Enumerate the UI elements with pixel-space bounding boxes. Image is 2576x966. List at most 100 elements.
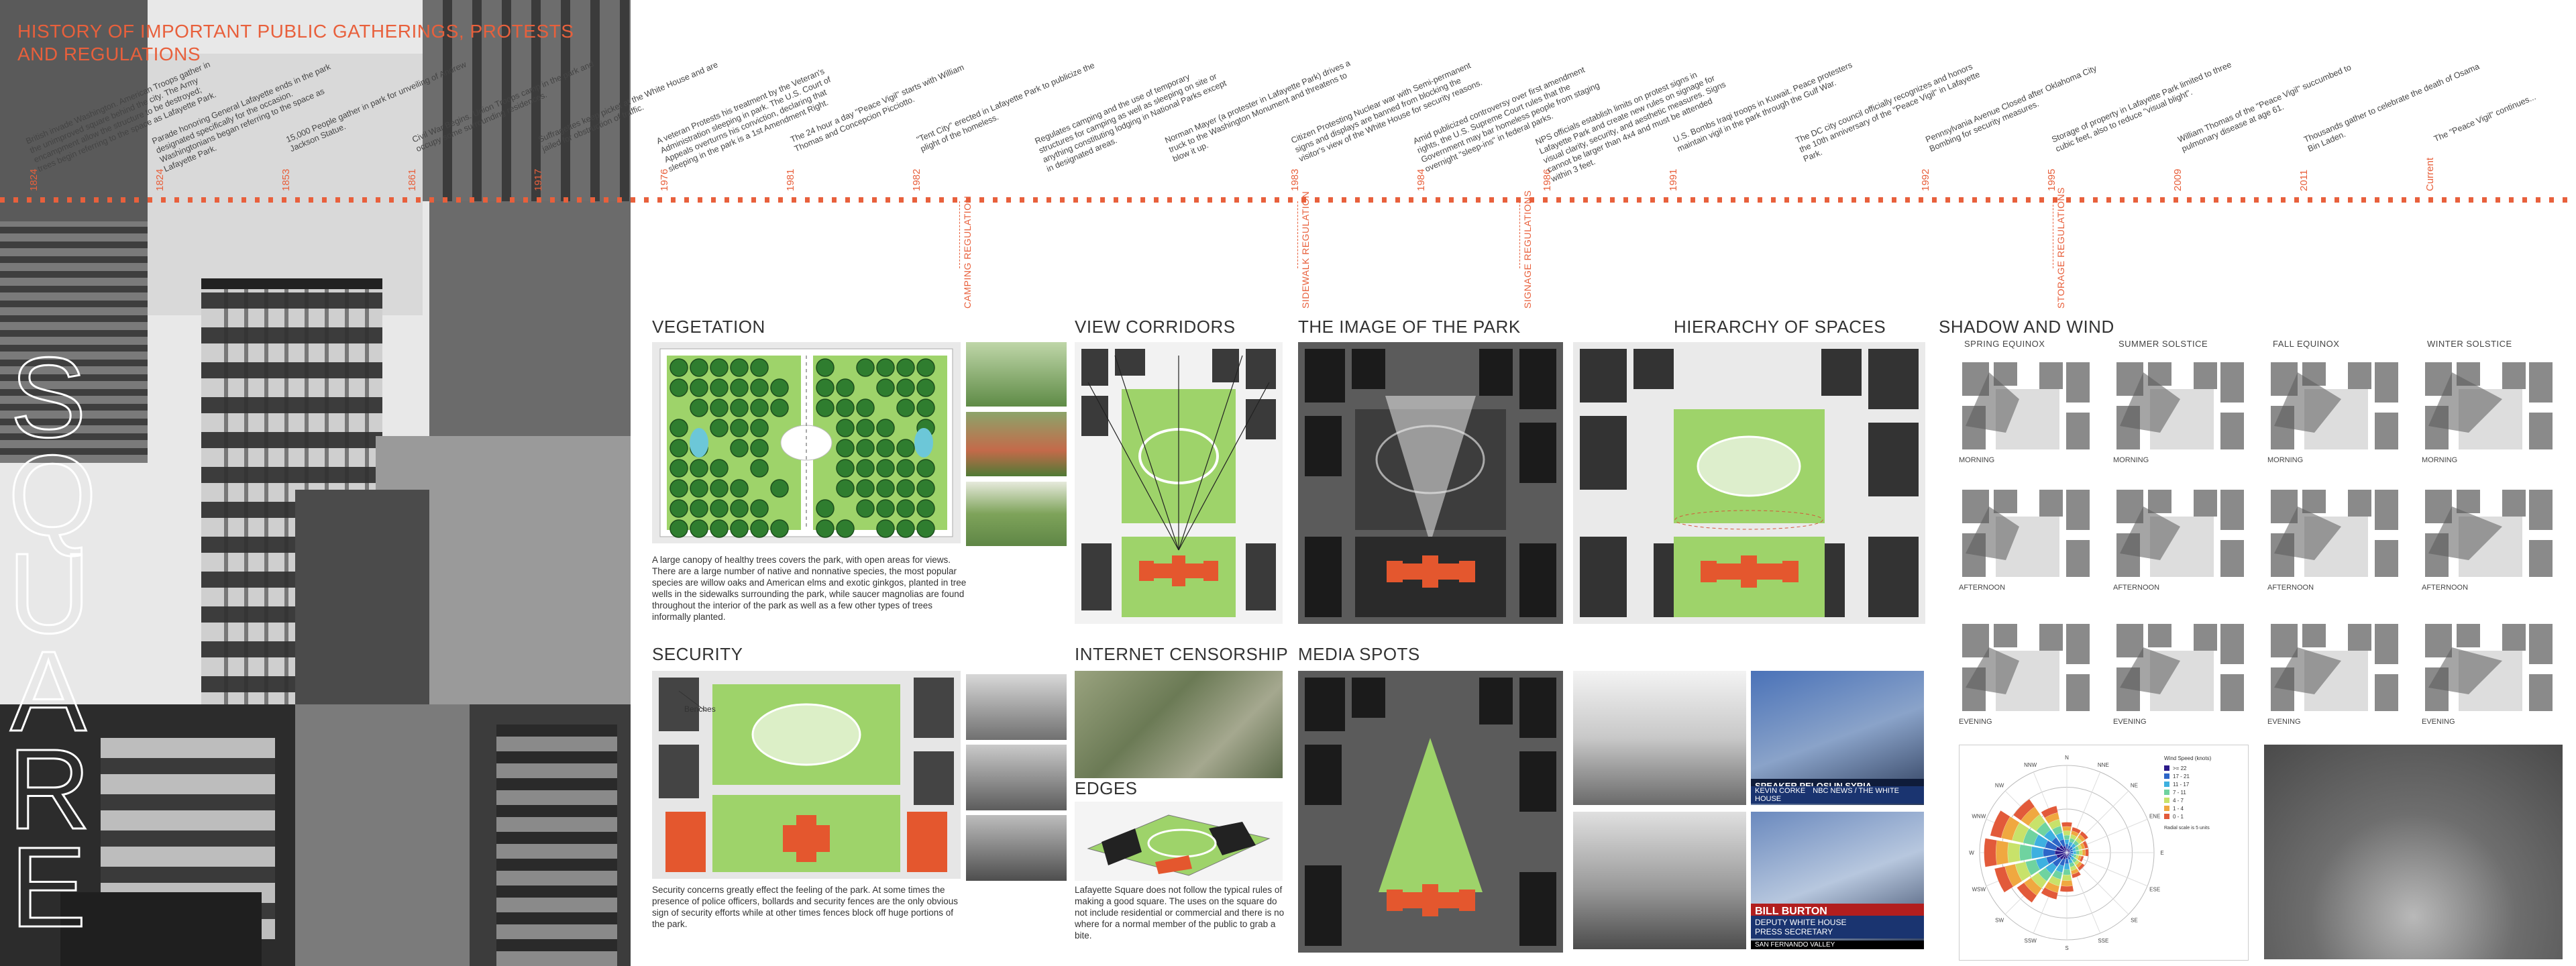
shadow-diagram xyxy=(1959,359,2093,453)
tree-canopy xyxy=(750,499,769,518)
edges-caption: Lafayette Square does not follow the typ… xyxy=(1075,885,1285,941)
shadow-diagram xyxy=(1959,486,2093,580)
tree-canopy xyxy=(836,439,855,458)
tree-canopy xyxy=(896,378,915,397)
shadow-diagram xyxy=(2113,621,2247,714)
regulation-label: STORAGE REGULATIONS xyxy=(2055,187,2066,309)
legend-label: >= 22 xyxy=(2173,765,2187,771)
tree-canopy xyxy=(730,358,749,377)
tree-canopy xyxy=(816,378,835,397)
regulation-marker xyxy=(1297,201,1298,268)
wind-rose-petal xyxy=(2066,849,2070,853)
tree-canopy xyxy=(669,519,688,538)
page-title: HISTORY OF IMPORTANT PUBLIC GATHERINGS, … xyxy=(17,21,574,64)
legend-label: 1 - 4 xyxy=(2173,806,2184,812)
wind-rose-petal xyxy=(2066,852,2070,856)
hierarchy-heading: HIERARCHY OF SPACES xyxy=(1674,317,1886,337)
tree-canopy xyxy=(770,378,789,397)
wind-direction-label: SSE xyxy=(2098,938,2108,944)
tree-canopy xyxy=(730,519,749,538)
season-label: FALL EQUINOX xyxy=(2273,339,2340,349)
tree-canopy xyxy=(750,459,769,478)
tree-canopy xyxy=(690,499,708,518)
timeline-year: 1981 xyxy=(785,168,796,191)
tree-canopy xyxy=(690,398,708,417)
tree-canopy xyxy=(876,358,895,377)
news-caption: KEVIN CORKE NBC NEWS / THE WHITE HOUSE xyxy=(1751,786,1924,804)
tree-canopy xyxy=(750,358,769,377)
image-of-park-map xyxy=(1298,342,1563,624)
tree-canopy xyxy=(896,358,915,377)
timeline-year: 1984 xyxy=(1415,168,1427,191)
timeline-event: The "Peace Vigil" continues... xyxy=(2432,92,2538,144)
legend-swatch xyxy=(2164,782,2169,787)
time-of-day-label: EVENING xyxy=(2113,718,2147,726)
timeline-year: 2009 xyxy=(2172,168,2184,191)
big-letter: A xyxy=(9,628,87,755)
tree-canopy xyxy=(710,519,729,538)
news-title-line: PRESS SECRETARY xyxy=(1755,927,1833,936)
tree-canopy xyxy=(730,398,749,417)
tree-canopy xyxy=(690,378,708,397)
wind-direction-label: SE xyxy=(2131,917,2138,923)
benches-label: Benches xyxy=(684,704,716,714)
tree-canopy xyxy=(876,479,895,498)
tree-canopy xyxy=(896,479,915,498)
media-photo xyxy=(1573,812,1746,949)
tree-canopy xyxy=(856,398,875,417)
tree-canopy xyxy=(669,499,688,518)
news-ticker: SAN FERNANDO VALLEY xyxy=(1751,941,1924,949)
tree-canopy xyxy=(710,499,729,518)
tree-canopy xyxy=(710,358,729,377)
big-word-square: S Q U A R E xyxy=(7,334,98,966)
tree-canopy xyxy=(856,419,875,437)
wind-rose-petal xyxy=(2055,850,2068,855)
shadow-wind-heading: SHADOW AND WIND xyxy=(1939,317,2114,337)
time-of-day-label: AFTERNOON xyxy=(2422,584,2469,592)
tree-canopy xyxy=(896,459,915,478)
big-letter: R xyxy=(7,726,92,853)
tree-canopy xyxy=(856,439,875,458)
aerial-photo xyxy=(2264,745,2563,959)
regulation-marker xyxy=(1519,201,1520,268)
tree-canopy xyxy=(730,479,749,498)
shadow-diagram xyxy=(2113,359,2247,453)
shadow-diagram xyxy=(2422,359,2556,453)
tree-canopy xyxy=(876,499,895,518)
tree-canopy xyxy=(750,419,769,437)
time-of-day-label: MORNING xyxy=(2422,456,2458,464)
legend-swatch xyxy=(2164,773,2169,779)
shadow-diagram xyxy=(2267,486,2402,580)
tree-canopy xyxy=(916,459,935,478)
internet-censorship-heading: INTERNET CENSORSHIP xyxy=(1075,644,1289,664)
timeline-year: 1976 xyxy=(659,168,670,191)
big-letter: U xyxy=(7,530,92,657)
tree-canopy xyxy=(856,479,875,498)
timeline-year: 2011 xyxy=(2298,169,2310,191)
tree-canopy xyxy=(816,398,835,417)
time-of-day-label: AFTERNOON xyxy=(2113,584,2160,592)
time-of-day-label: MORNING xyxy=(2113,456,2149,464)
tree-canopy xyxy=(710,419,729,437)
wind-rose-note: Radial scale is 5 units xyxy=(2164,826,2210,830)
time-of-day-label: AFTERNOON xyxy=(2267,584,2314,592)
timeline-year: 1992 xyxy=(1920,168,1931,191)
tree-canopy xyxy=(750,439,769,458)
tree-canopy xyxy=(916,499,935,518)
timeline-year: 1983 xyxy=(1289,168,1301,191)
wind-direction-label: NNW xyxy=(2024,762,2037,768)
tree-canopy xyxy=(876,519,895,538)
tree-canopy xyxy=(896,519,915,538)
wind-direction-label: NW xyxy=(1995,783,2004,789)
wind-direction-label: NNE xyxy=(2098,762,2109,768)
tree-canopy xyxy=(690,459,708,478)
tree-canopy xyxy=(876,439,895,458)
image-of-park-heading: THE IMAGE OF THE PARK xyxy=(1298,317,1521,337)
security-map xyxy=(652,671,961,879)
big-letter: S xyxy=(9,334,87,462)
tree-canopy xyxy=(876,459,895,478)
tree-canopy xyxy=(669,358,688,377)
media-spots-map xyxy=(1298,671,1563,953)
media-photo xyxy=(1573,671,1746,805)
wind-rose-petal xyxy=(2055,846,2068,853)
